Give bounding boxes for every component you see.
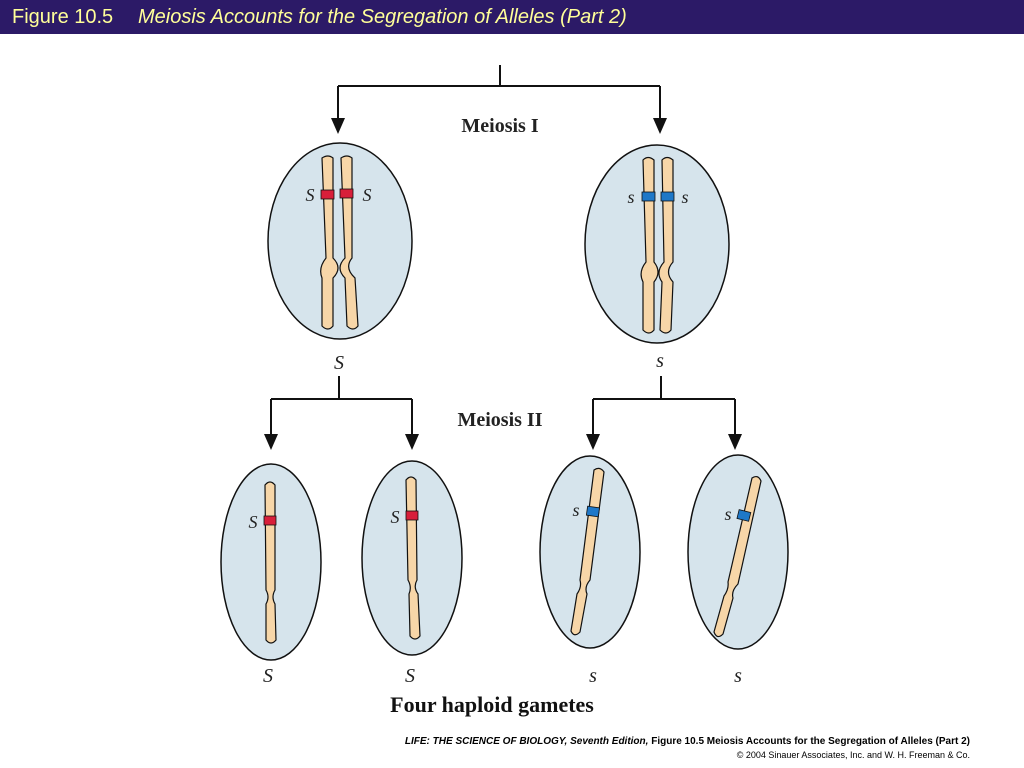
cell-meiosis-1-left: S S xyxy=(268,143,412,339)
arrow-meiosis-2 xyxy=(728,434,742,450)
allele-band-recessive xyxy=(642,192,655,201)
arrow-right-meiosis-1 xyxy=(653,118,667,134)
gamete-cell: s xyxy=(540,456,640,648)
gamete-genotype-label: S xyxy=(405,665,415,687)
book-title: LIFE: THE SCIENCE OF BIOLOGY, Seventh Ed… xyxy=(405,736,649,747)
gamete-cell: S xyxy=(221,464,321,660)
meiosis-1-label: Meiosis I xyxy=(461,115,538,137)
figure-number: Figure 10.5 xyxy=(12,0,113,34)
figure-reference: Figure 10.5 Meiosis Accounts for the Seg… xyxy=(651,736,970,747)
allele-band-recessive xyxy=(586,506,599,517)
arrow-meiosis-2 xyxy=(405,434,419,450)
allele-label: s xyxy=(681,187,688,207)
meiosis-2-label: Meiosis II xyxy=(458,409,543,431)
allele-label: S xyxy=(249,512,258,532)
title-bar: Figure 10.5 Meiosis Accounts for the Seg… xyxy=(0,0,1024,34)
allele-label: s xyxy=(724,504,731,524)
gamete-genotype-label: s xyxy=(734,665,742,687)
allele-label: S xyxy=(363,185,372,205)
allele-band-dominant xyxy=(340,189,353,198)
gametes-caption: Four haploid gametes xyxy=(390,692,594,717)
arrow-left-meiosis-1 xyxy=(331,118,345,134)
allele-band-dominant xyxy=(321,190,334,199)
footer-citation: LIFE: THE SCIENCE OF BIOLOGY, Seventh Ed… xyxy=(405,736,970,747)
meiosis-1-branch xyxy=(338,65,660,118)
gamete-cell: S xyxy=(362,461,462,655)
gamete-cell: s xyxy=(688,455,788,649)
allele-label: S xyxy=(306,185,315,205)
allele-band-dominant xyxy=(264,516,276,525)
cell-genotype-label: S xyxy=(334,352,344,374)
allele-label: s xyxy=(627,187,634,207)
allele-band-dominant xyxy=(406,511,418,520)
allele-label: S xyxy=(391,507,400,527)
meiosis-2-branch-right xyxy=(593,376,735,434)
footer-copyright: © 2004 Sinauer Associates, Inc. and W. H… xyxy=(737,750,970,760)
gamete-genotype-label: S xyxy=(263,665,273,687)
arrow-meiosis-2 xyxy=(586,434,600,450)
arrow-meiosis-2 xyxy=(264,434,278,450)
gamete-genotype-label: s xyxy=(589,665,597,687)
figure-title: Meiosis Accounts for the Segregation of … xyxy=(138,0,627,34)
meiosis-2-branch-left xyxy=(271,376,412,434)
allele-band-recessive xyxy=(661,192,674,201)
cell-genotype-label: s xyxy=(656,350,664,372)
allele-label: s xyxy=(572,500,579,520)
cell-meiosis-1-right: s s xyxy=(585,145,729,343)
chromatid xyxy=(265,482,276,643)
meiosis-diagram: Meiosis I S S S s s s xyxy=(0,34,1024,734)
